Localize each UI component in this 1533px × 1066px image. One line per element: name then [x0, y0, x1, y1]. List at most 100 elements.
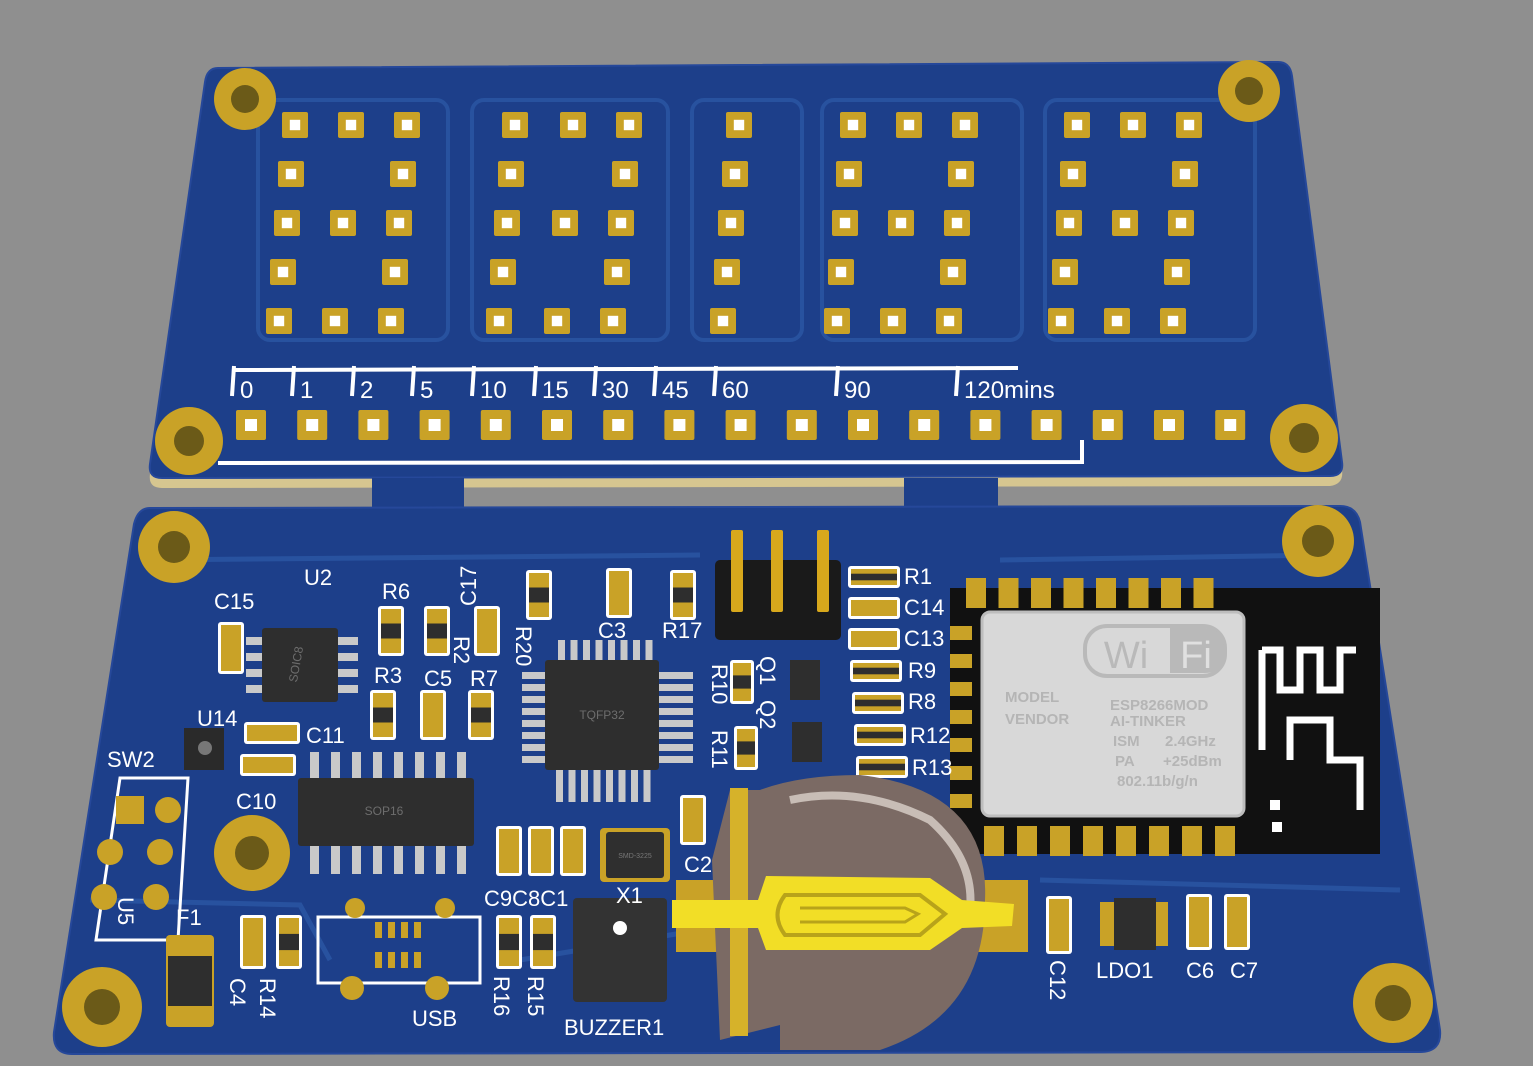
label-q1: Q1 [755, 656, 780, 685]
led-pad [282, 112, 308, 138]
label-r16: R16 [489, 976, 514, 1016]
led-pad [498, 161, 524, 187]
u14-sensor [184, 728, 224, 770]
smd-passive [240, 915, 266, 969]
led-pad [419, 410, 450, 440]
label-r2: R2 [449, 636, 474, 664]
led-pad [880, 308, 906, 334]
mounting-hole-drill [174, 426, 204, 456]
led-pad [278, 161, 304, 187]
usb-connector [316, 898, 482, 1000]
led-pad [828, 259, 854, 285]
led-pad [552, 210, 578, 236]
led-pad [490, 259, 516, 285]
smd-passive [848, 628, 900, 650]
label-r6: R6 [382, 579, 410, 604]
mounting-hole-drill [84, 989, 120, 1025]
led-pad [390, 161, 416, 187]
led-pad [936, 308, 962, 334]
label-c11: C11 [306, 723, 345, 748]
smd-passive [734, 726, 758, 770]
led-pad [600, 308, 626, 334]
label-r10: R10 [707, 664, 732, 704]
smd-passive [526, 570, 552, 620]
led-pad [612, 161, 638, 187]
led-pad [382, 259, 408, 285]
led-pad [560, 112, 586, 138]
label-r9: R9 [908, 658, 936, 683]
top-mounting-holes [155, 60, 1338, 475]
led-pad [836, 161, 862, 187]
module-model: ESP8266MOD [1110, 697, 1209, 714]
scale-tick [652, 365, 658, 397]
crystal-x1: SMD-3225 [600, 828, 670, 882]
module-pa-value: +25dBm [1163, 753, 1222, 770]
scale-mark-label: 0 [240, 377, 253, 404]
label-c10: C10 [236, 789, 276, 814]
mounting-hole-drill [1289, 423, 1319, 453]
scale-tick [230, 365, 236, 397]
mounting-hole-drill [1235, 77, 1263, 105]
mounting-hole-drill [235, 836, 269, 870]
silkscreen-labels: U2 C15 R6 C17 R2 R20 C3 R17 R3 C5 R7 U14… [107, 564, 1258, 1040]
smd-passive [378, 606, 404, 656]
passive-components [218, 566, 1250, 969]
led-pad [297, 410, 328, 440]
led-pad [274, 210, 300, 236]
label-r1: R1 [904, 564, 932, 589]
module-standard: 802.11b/g/n [1117, 773, 1198, 790]
esp8266-module: Wi Fi MODEL VENDOR ESP8266MOD AI-TINKER … [950, 578, 1380, 856]
led-pad [726, 112, 752, 138]
smd-passive [468, 690, 494, 740]
led-pad [486, 308, 512, 334]
scale-mark-label: 2 [360, 377, 373, 404]
label-q2: Q2 [755, 700, 780, 729]
scale-mark-label: 10 [480, 377, 507, 404]
led-pad [1031, 410, 1062, 440]
led-pad [358, 410, 389, 440]
led-pad [948, 161, 974, 187]
led-pad [1154, 410, 1184, 440]
led-pad [848, 410, 878, 440]
smd-passive [370, 690, 396, 740]
led-pad [266, 308, 292, 334]
led-pad [714, 259, 740, 285]
label-buzzer1: BUZZER1 [564, 1015, 664, 1040]
led-pad [270, 259, 296, 285]
digit-traces [256, 98, 1257, 342]
scale-mark-label: 45 [662, 377, 689, 404]
led-pad [378, 308, 404, 334]
bottom-board: SOIC8 SOP16 TQFP32 SMD-3225 [52, 504, 1442, 1056]
led-pad [1120, 112, 1146, 138]
tqfp32-label: TQFP32 [579, 708, 625, 722]
label-c6: C6 [1186, 958, 1214, 983]
label-c4: C4 [225, 978, 250, 1006]
label-r3: R3 [374, 663, 402, 688]
module-vendor-key: VENDOR [1005, 711, 1069, 728]
led-pad [1176, 112, 1202, 138]
led-pad [1104, 308, 1130, 334]
label-ldo1: LDO1 [1096, 958, 1153, 983]
scale-tick [290, 365, 296, 397]
led-pad [1048, 308, 1074, 334]
label-c13: C13 [904, 626, 944, 651]
led-pad [608, 210, 634, 236]
soic8-chip: SOIC8 [246, 628, 358, 702]
scale-mark-label: 60 [722, 377, 749, 404]
label-u5: U5 [113, 897, 138, 925]
led-pad [888, 210, 914, 236]
smd-passive [530, 915, 556, 969]
label-sw2: SW2 [107, 747, 155, 772]
smd-passive [276, 915, 302, 969]
led-pad [722, 161, 748, 187]
wifi-logo-right: Fi [1180, 635, 1212, 677]
crystal-label: SMD-3225 [618, 853, 652, 860]
led-pad [832, 210, 858, 236]
led-pad [1172, 161, 1198, 187]
sop16-label: SOP16 [365, 804, 404, 818]
mounting-hole-drill [158, 531, 190, 563]
smd-passive [670, 570, 696, 620]
label-x1: X1 [616, 883, 643, 908]
